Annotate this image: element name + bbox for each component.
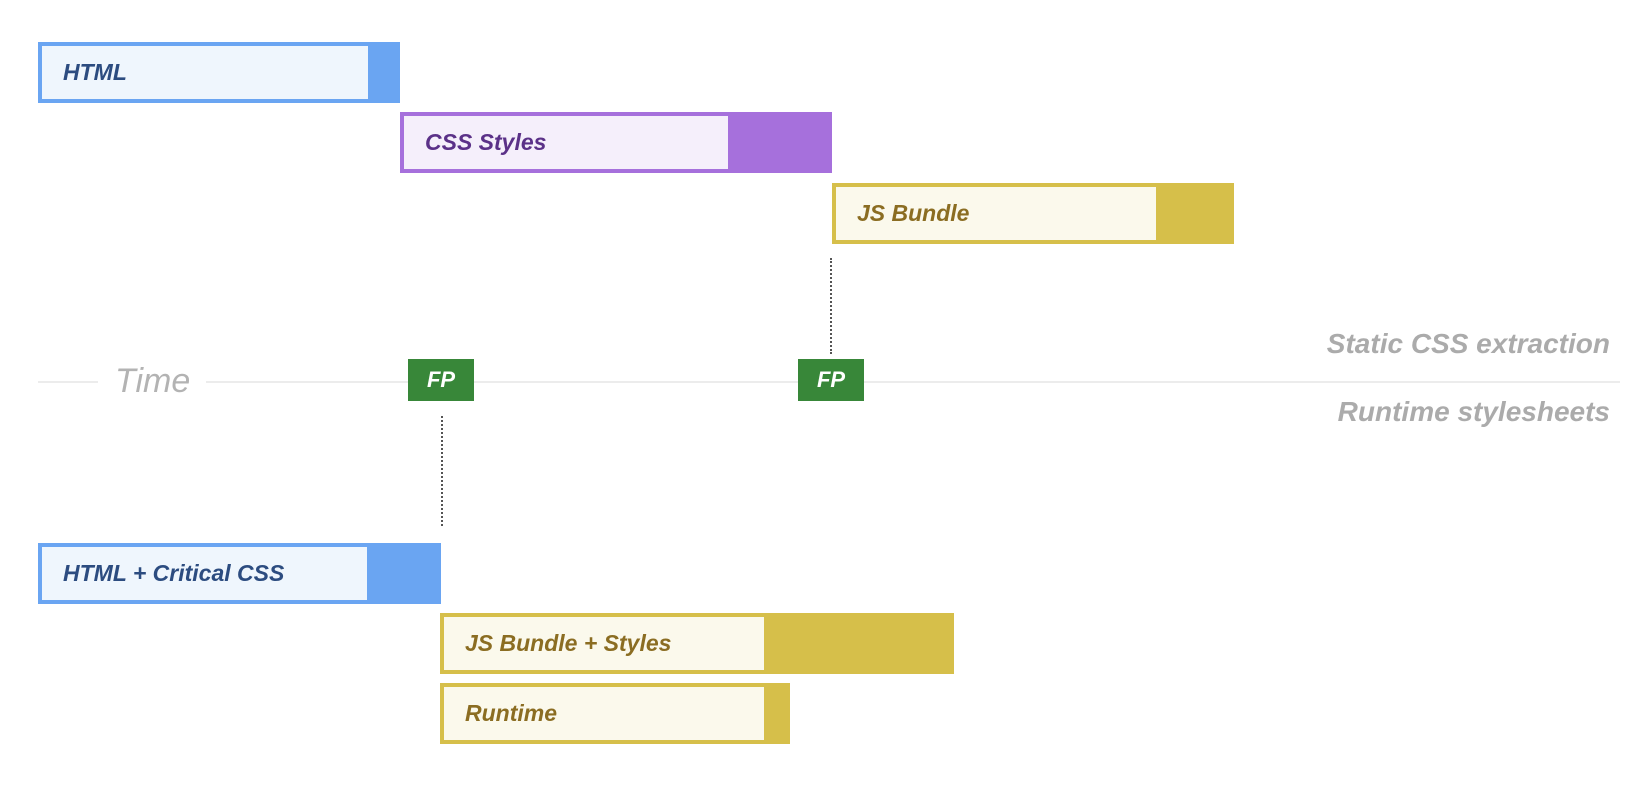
fp-connector-top (830, 258, 832, 354)
fp-connector-bottom (441, 416, 443, 526)
runtime-bar-fill (764, 687, 786, 740)
css-styles-bar-fill (728, 116, 828, 169)
js-bundle-styles-bar-label: JS Bundle + Styles (465, 630, 672, 656)
js-bundle-styles-bar-fill (764, 617, 950, 670)
js-bundle-bar-fill (1156, 187, 1230, 240)
time-label: Time (115, 362, 191, 400)
css-styles-bar-label: CSS Styles (425, 129, 547, 155)
js-bundle-bar: JS Bundle (832, 183, 1234, 244)
html-critical-css-bar-fill (367, 547, 437, 600)
time-axis-left (38, 381, 98, 383)
html-critical-css-bar: HTML + Critical CSS (38, 543, 441, 604)
html-bar-fill (368, 46, 396, 99)
static-css-extraction-label: Static CSS extraction (1326, 328, 1610, 359)
runtime-bar-label: Runtime (465, 700, 557, 726)
js-bundle-bar-label: JS Bundle (857, 200, 970, 226)
fp-marker-static: FP (798, 359, 864, 401)
js-bundle-styles-bar: JS Bundle + Styles (440, 613, 954, 674)
css-styles-bar: CSS Styles (400, 112, 832, 173)
html-critical-css-bar-label: HTML + Critical CSS (63, 560, 285, 586)
fp-marker-runtime: FP (408, 359, 474, 401)
runtime-bar: Runtime (440, 683, 790, 744)
html-bar: HTML (38, 42, 400, 103)
runtime-stylesheets-label: Runtime stylesheets (1337, 396, 1610, 427)
html-bar-label: HTML (63, 59, 127, 85)
time-axis-right (206, 381, 1620, 383)
